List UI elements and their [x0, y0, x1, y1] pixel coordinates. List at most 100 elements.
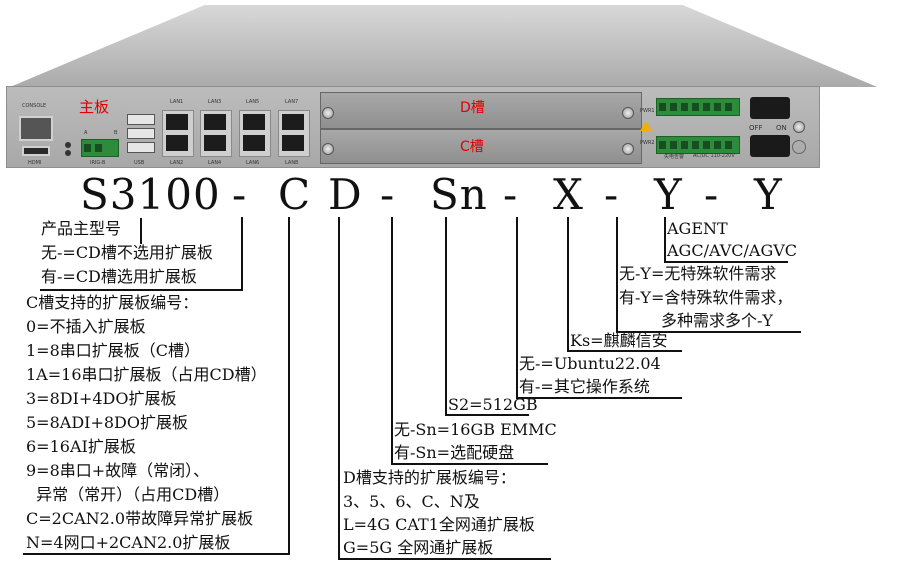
leader-line: [23, 553, 290, 555]
code-d-slot: D: [328, 170, 363, 219]
c-slot-item: 9=8串口+故障（常闭）、: [26, 461, 210, 480]
warning-icon: [640, 121, 652, 131]
lan-port-pair: [239, 110, 271, 157]
hdmi-port: [22, 146, 50, 156]
c-slot-item: 0=不插入扩展板: [26, 317, 146, 336]
d-slot: [320, 92, 642, 129]
code-dash: -: [704, 170, 720, 219]
lan2-label: LAN2: [170, 160, 184, 166]
mainboard-label: 主板: [79, 98, 110, 116]
alarm-label: 失电告警: [664, 154, 685, 160]
lan8-label: LAN8: [285, 160, 299, 166]
ground-screw-icon: [793, 121, 805, 133]
lan1-label: LAN1: [170, 99, 184, 105]
led-icon: [65, 142, 71, 148]
c-slot-item: N=4网口+2CAN2.0扩展板: [26, 533, 231, 552]
screw-icon: [622, 107, 634, 119]
cd-has-note: 有-=CD槽选用扩展板: [41, 267, 197, 286]
chassis-top: [10, 5, 878, 87]
console-port: [19, 116, 53, 141]
irig-b-label: B: [114, 130, 118, 136]
lan5-label: LAN5: [246, 99, 260, 105]
d-slot-title: D槽支持的扩展板编号：: [343, 468, 516, 487]
leader-line: [391, 463, 548, 465]
y-agent-note: AGENT: [667, 219, 728, 238]
irig-b-terminal: [81, 139, 119, 157]
leader-line: [445, 217, 447, 415]
d-slot-item: 3、5、6、C、N及: [343, 492, 480, 511]
y-agc-note: AGC/AVC/AGVC: [667, 241, 798, 260]
hdmi-label: HDMI: [28, 160, 42, 166]
c-slot-label: C槽: [460, 139, 484, 155]
c-slot: [320, 129, 642, 164]
code-dash: -: [604, 170, 620, 219]
d-slot-label: D槽: [460, 100, 485, 116]
os-none-note: 无-=Ubuntu22.04: [519, 354, 661, 373]
power-switch-1[interactable]: [750, 97, 790, 119]
led-icon: [65, 150, 71, 156]
code-c-slot: C: [278, 170, 312, 219]
c-slot-item: 5=8ADI+8DO扩展板: [26, 413, 189, 432]
code-main-model: S3100: [80, 170, 221, 219]
code-y2: Y: [754, 170, 783, 219]
power-spec-label: AC/DC 110-220V: [693, 153, 735, 159]
c-slot-item: 3=8DI+4DO扩展板: [26, 389, 177, 408]
leader-line: [338, 217, 340, 559]
sn-has-note: 有-Sn=选配硬盘: [394, 443, 515, 462]
c-slot-title: C槽支持的扩展板编号：: [26, 293, 199, 312]
leader-line: [567, 350, 682, 352]
leader-line: [338, 558, 551, 560]
leader-line: [516, 397, 682, 399]
off-label: OFF: [749, 124, 763, 132]
lan6-label: LAN6: [246, 160, 260, 166]
code-y1: Y: [654, 170, 683, 219]
usb-port: [127, 142, 155, 153]
y-none-note: 无-Y=无特殊软件需求: [619, 264, 777, 283]
screw-icon: [322, 107, 334, 119]
power-switch-2[interactable]: [750, 135, 790, 157]
usb-port: [127, 114, 155, 125]
leader-line: [664, 261, 788, 263]
screw-icon: [322, 143, 334, 155]
d-slot-item: G=5G 全网通扩展板: [343, 538, 494, 557]
os-ks-note: Ks=麒麟信安: [570, 331, 668, 350]
pwr2-terminal: [656, 136, 740, 154]
code-os: X: [553, 170, 584, 219]
lan-port-pair: [162, 110, 194, 157]
code-dash: -: [232, 170, 248, 219]
lan-port-pair: [200, 110, 232, 157]
code-dash: -: [503, 170, 519, 219]
pwr1-terminal: [656, 98, 740, 116]
console-label: CONSOLE: [22, 103, 47, 109]
code-sn: Sn: [430, 170, 488, 219]
main-model-note: 产品主型号: [41, 219, 122, 238]
lan7-label: LAN7: [285, 99, 299, 105]
sn-s2-note: S2=512GB: [448, 395, 538, 414]
c-slot-item: C=2CAN2.0带故障异常扩展板: [26, 509, 254, 528]
lan4-label: LAN4: [208, 160, 222, 166]
y-multi-note: 多种需求多个-Y: [661, 311, 773, 330]
irig-a-label: A: [84, 130, 88, 136]
leader-line: [241, 217, 243, 290]
leader-line: [567, 217, 569, 351]
leader-line: [664, 217, 666, 262]
leader-line: [616, 331, 801, 333]
leader-line: [40, 289, 243, 291]
irig-label: IRIG-B: [90, 160, 106, 166]
c-slot-item: 1A=16串口扩展板（占用CD槽）: [26, 365, 267, 384]
leader-line: [288, 217, 290, 554]
y-has-note: 有-Y=含特殊软件需求，: [619, 288, 793, 307]
pwr2-label: PWR2: [640, 140, 655, 146]
usb-port: [127, 128, 155, 139]
leader-line: [516, 217, 518, 398]
leader-line: [445, 414, 529, 416]
usb-label: USB: [134, 160, 145, 166]
pwr1-label: PWR1: [640, 108, 655, 114]
lan3-label: LAN3: [208, 99, 222, 105]
screw-icon: [622, 143, 634, 155]
leader-line: [140, 218, 142, 244]
leader-line: [391, 217, 393, 464]
cd-none-note: 无-=CD槽不选用扩展板: [41, 243, 213, 262]
c-slot-item: 6=16AI扩展板: [26, 437, 136, 456]
c-slot-item: 1=8串口扩展板（C槽）: [26, 341, 201, 360]
